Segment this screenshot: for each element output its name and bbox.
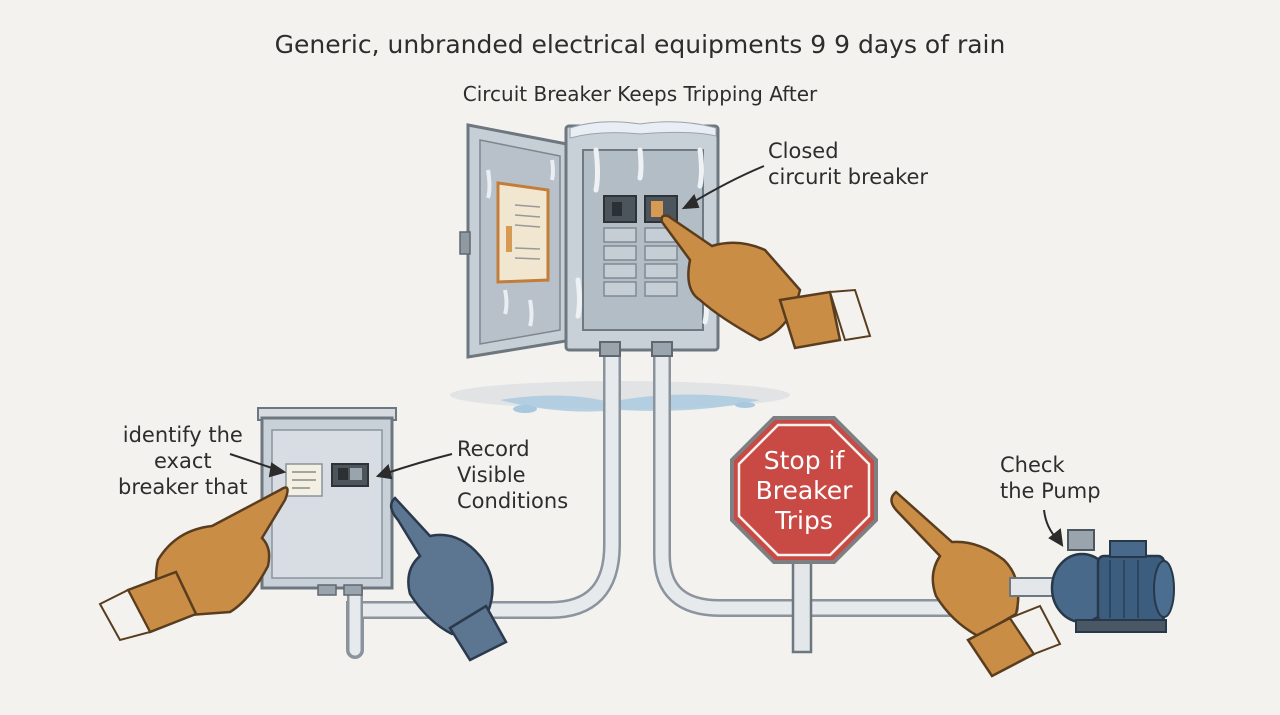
diagram-title: Generic, unbranded electrical equipments… — [274, 30, 1006, 59]
water-pump — [1009, 529, 1175, 633]
label-identify-line: exact — [153, 449, 212, 473]
conduit-pipes — [346, 341, 1019, 659]
stop-sign-text: Stop if Breaker Trips — [729, 446, 879, 536]
stop-sign-line: Breaker — [755, 476, 853, 505]
label-record-line: Visible — [457, 463, 526, 487]
callout-arrows — [229, 165, 1064, 547]
label-identify-line: identify the — [122, 423, 243, 447]
label-closed-breaker: Closed circurit breaker — [768, 138, 928, 190]
gloved-hand-recording — [389, 496, 508, 662]
label-check-line: the Pump — [1000, 479, 1101, 503]
stop-sign-line: Stop if — [763, 446, 845, 475]
label-record-line: Conditions — [457, 489, 569, 513]
stop-sign-line: Trips — [775, 506, 833, 535]
stop-sign — [730, 416, 878, 654]
diagram-subtitle: Circuit Breaker Keeps Tripping After — [462, 82, 818, 106]
main-panel-door — [459, 123, 574, 359]
label-identify-breaker: identify the exact breaker that — [118, 422, 248, 500]
gloved-hand-pressing-breaker — [660, 214, 872, 350]
label-closed-breaker-line: circurit breaker — [768, 165, 929, 189]
label-check-line: Check — [1000, 453, 1065, 477]
label-check-pump: Check the Pump — [1000, 452, 1101, 504]
label-record-conditions: Record Visible Conditions — [457, 436, 568, 514]
label-record-line: Record — [457, 437, 530, 461]
label-closed-breaker-line: Closed — [768, 139, 839, 163]
gloved-hand-pointing-pump — [890, 490, 1062, 678]
gloved-hand-identifying — [98, 486, 289, 642]
label-identify-line: breaker that — [118, 475, 248, 499]
